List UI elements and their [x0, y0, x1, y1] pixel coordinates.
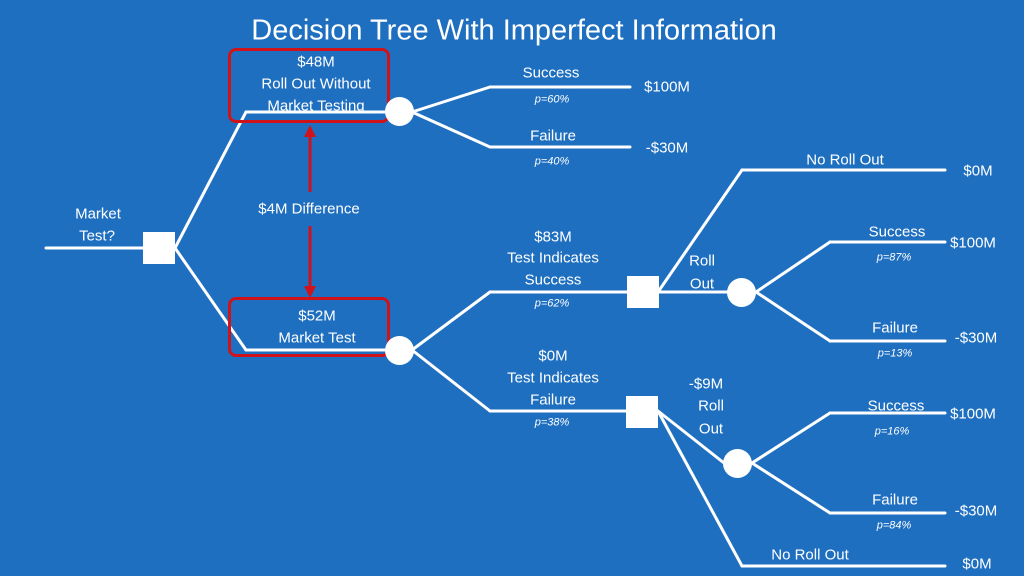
s-roll-out-line2: Out — [689, 275, 715, 293]
f-success-payoff: $100M — [950, 405, 996, 423]
indicates-failure-value: $0M — [538, 347, 568, 365]
market-test-label: Market Test — [278, 329, 356, 347]
chance-node-market-test[interactable] — [385, 336, 414, 365]
highlight-roll-out-no-test — [228, 48, 390, 123]
branch-f-failure — [750, 461, 832, 515]
indicates-success-line2: Success — [524, 271, 582, 289]
nt-success-payoff: $100M — [644, 78, 690, 96]
market-test-value: $52M — [298, 307, 336, 325]
nt-failure-label: Failure — [530, 127, 576, 145]
chance-node-no-test[interactable] — [385, 97, 414, 126]
f-roll-out-line1: Roll — [698, 397, 724, 415]
chance-node-s-roll-out[interactable] — [727, 278, 756, 307]
highlight-market-test — [228, 297, 390, 357]
branch-nt-success — [410, 85, 492, 114]
difference-arrowhead-up — [304, 125, 316, 137]
nt-success-prob: p=60% — [534, 93, 570, 106]
branch-f-no-roll-out — [656, 409, 744, 568]
nt-failure-prob: p=40% — [534, 155, 570, 168]
indicates-failure-prob: p=38% — [534, 416, 570, 429]
s-failure-payoff: -$30M — [954, 329, 998, 347]
root-label-line2: Test? — [79, 227, 115, 245]
f-failure-prob: p=84% — [876, 519, 912, 532]
s-no-roll-out-label: No Roll Out — [806, 151, 884, 169]
root-decision-node[interactable] — [143, 232, 175, 264]
roll-out-no-test-value: $48M — [297, 53, 335, 71]
nt-success-label: Success — [522, 64, 580, 82]
nt-failure-payoff: -$30M — [645, 139, 689, 157]
indicates-success-line1: Test Indicates — [507, 249, 599, 267]
s-roll-out-line1: Roll — [689, 252, 715, 270]
f-roll-out-value: -$9M — [688, 375, 724, 393]
difference-label: $4M Difference — [258, 200, 360, 218]
s-success-label: Success — [868, 223, 926, 241]
branch-indicates-failure — [410, 348, 492, 413]
s-success-payoff: $100M — [950, 234, 996, 252]
f-success-prob: p=16% — [874, 425, 910, 438]
f-failure-payoff: -$30M — [954, 502, 998, 520]
indicates-failure-line2: Failure — [530, 391, 576, 409]
s-no-roll-out-payoff: $0M — [963, 162, 993, 180]
branch-s-failure — [754, 290, 832, 343]
s-success-prob: p=87% — [876, 251, 912, 264]
branch-nt-failure — [410, 110, 492, 149]
f-roll-out-line2: Out — [698, 420, 724, 438]
f-no-roll-out-label: No Roll Out — [771, 546, 849, 564]
s-failure-prob: p=13% — [877, 347, 913, 360]
branch-f-success — [750, 411, 832, 465]
branch-roll-out-no-test — [173, 110, 248, 250]
branch-market-test — [173, 246, 248, 352]
roll-out-no-test-line2: Market Testing — [267, 97, 365, 115]
indicates-failure-line1: Test Indicates — [507, 369, 599, 387]
difference-arrowhead-down — [304, 286, 316, 298]
branch-s-no-roll-out — [656, 168, 744, 294]
branch-indicates-success — [410, 290, 492, 352]
root-label-line1: Market — [75, 205, 121, 223]
slide-title: Decision Tree With Imperfect Information — [251, 14, 777, 47]
f-failure-label: Failure — [872, 491, 918, 509]
f-no-roll-out-payoff: $0M — [962, 555, 992, 573]
roll-out-no-test-line1: Roll Out Without — [261, 75, 371, 93]
f-success-label: Success — [867, 397, 925, 415]
branch-s-success — [754, 240, 832, 294]
chance-node-f-roll-out[interactable] — [723, 449, 752, 478]
decision-node-test-success[interactable] — [627, 276, 659, 308]
s-failure-label: Failure — [872, 319, 918, 337]
indicates-success-value: $83M — [534, 228, 572, 246]
decision-node-test-failure[interactable] — [626, 396, 658, 428]
branch-f-roll-out — [656, 409, 726, 465]
indicates-success-prob: p=62% — [534, 297, 570, 310]
